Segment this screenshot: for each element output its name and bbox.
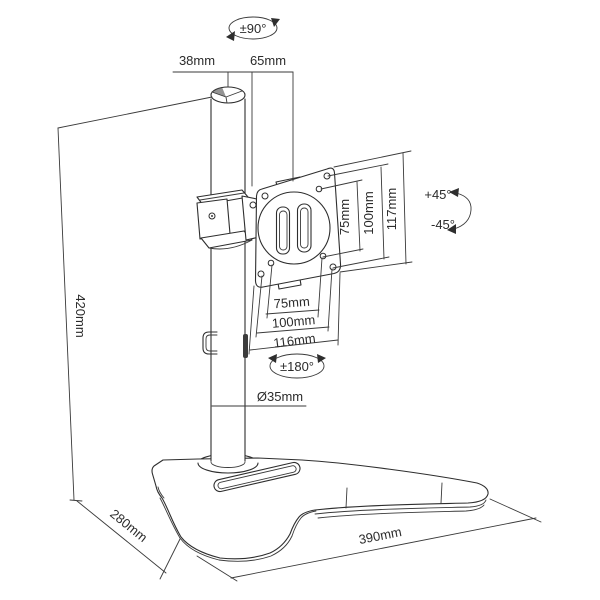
rotation-arrowhead: [268, 354, 277, 363]
base: [151, 453, 489, 562]
rotation-arrowhead: [271, 18, 280, 27]
vesa-hole-outer: [261, 192, 269, 200]
base-socket-front: [197, 461, 259, 474]
dim-label-arm-offset: 65mm: [250, 53, 286, 68]
dim-height: 420mm: [57, 96, 213, 501]
tilt-down-label: -45°: [431, 217, 455, 232]
tilt-indicator: +45° -45°: [424, 187, 472, 234]
rotation-arrowhead: [317, 354, 326, 363]
dim-label-base-width: 390mm: [357, 524, 402, 547]
base-outline: [151, 457, 489, 560]
dim-label-vesa-h-116: 116mm: [273, 331, 317, 351]
dim-label-vesa-v-117: 117mm: [384, 188, 399, 230]
dim-vesa-vertical: 75mm 100mm 117mm: [320, 150, 413, 273]
vesa-plate: [254, 167, 342, 290]
dim-base-depth: 280mm: [69, 499, 181, 580]
base-seam: [345, 487, 348, 509]
top-rotation-indicator: ±90°: [226, 16, 280, 41]
vesa-hole-outer: [329, 263, 337, 271]
dim-pole-diameter: Ø35mm: [211, 389, 307, 407]
handle-slot: [213, 461, 301, 493]
vesa-hub: [257, 191, 331, 265]
vesa-hole-inner: [319, 252, 327, 260]
rotation-top-label: ±90°: [240, 21, 267, 36]
base-rim-line: [291, 510, 317, 537]
rotation-plate-label: ±180°: [280, 359, 314, 374]
base-rim-line: [159, 497, 293, 562]
tilt-arrowhead: [449, 188, 459, 197]
tilt-up-label: +45°: [424, 187, 451, 202]
rotation-arrowhead: [226, 31, 235, 41]
base-rim-line: [314, 499, 487, 515]
plate-rotation-indicator: ±180°: [268, 353, 326, 379]
dim-label-pole-height: 420mm: [73, 294, 88, 337]
dim-label-vesa-v-75: 75mm: [337, 199, 352, 235]
vesa-slot-right: [296, 203, 312, 253]
vesa-hole-outer: [257, 270, 265, 278]
cable-clip: [202, 331, 218, 355]
dim-label-pole-diameter: Ø35mm: [257, 389, 303, 404]
vesa-slot-left: [275, 206, 291, 255]
dim-label-base-depth: 280mm: [107, 506, 150, 545]
dim-vesa-horizontal: 75mm 100mm 116mm: [248, 257, 341, 355]
tilt-arrowhead: [447, 224, 456, 234]
dim-label-pole-top: 38mm: [179, 53, 215, 68]
base-rim-line: [317, 504, 485, 519]
pole-cap-shade: [212, 87, 226, 97]
dim-label-vesa-v-100: 100mm: [361, 191, 376, 234]
clamp-hinge-bolt: [249, 201, 257, 209]
dim-top: 38mm 65mm: [172, 53, 294, 187]
base-seam: [440, 482, 443, 504]
base-step-line: [157, 486, 165, 499]
pole-slot: [243, 334, 248, 358]
cable-clip-inner: [205, 334, 218, 352]
vesa-hole-inner: [267, 259, 275, 267]
pole: [202, 86, 248, 462]
dim-label-vesa-h-75: 75mm: [273, 294, 310, 311]
dim-label-vesa-h-100: 100mm: [271, 312, 316, 331]
